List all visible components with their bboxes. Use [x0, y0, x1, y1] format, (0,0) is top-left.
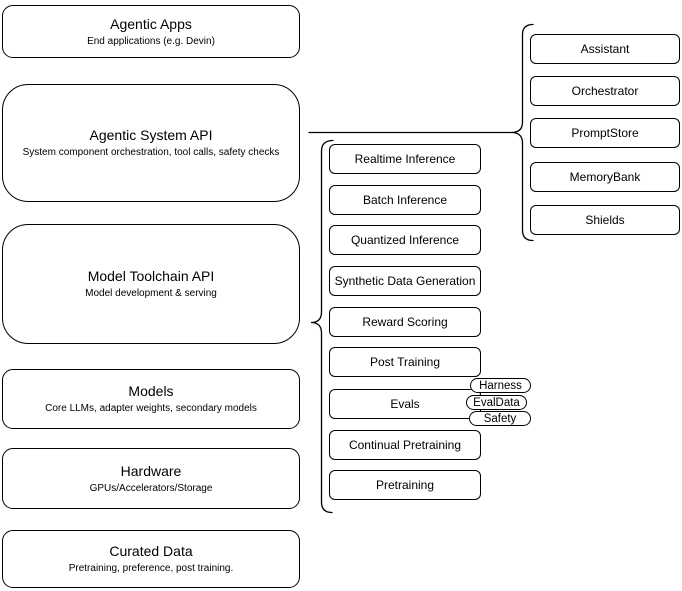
node-orchestrator-label: Orchestrator — [571, 84, 639, 98]
node-curated-data-subtitle: Pretraining, preference, post training. — [68, 563, 234, 574]
node-memorybank-label: MemoryBank — [569, 170, 641, 184]
tag-harness: Harness — [470, 378, 531, 393]
node-models-subtitle: Core LLMs, adapter weights, secondary mo… — [45, 403, 257, 414]
node-models: Models Core LLMs, adapter weights, secon… — [2, 369, 300, 429]
node-post-training-label: Post Training — [369, 355, 441, 369]
node-hardware-subtitle: GPUs/Accelerators/Storage — [89, 482, 213, 494]
node-reward-scoring: Reward Scoring — [329, 307, 481, 337]
node-agentic-system-api-title: Agentic System API — [89, 127, 213, 143]
node-synthetic-data-generation: Synthetic Data Generation — [329, 266, 481, 296]
tag-safety: Safety — [469, 411, 531, 426]
node-continual-pretraining: Continual Pretraining — [329, 430, 481, 460]
node-batch-inference-label: Batch Inference — [362, 193, 448, 207]
node-assistant-label: Assistant — [580, 42, 630, 56]
node-pretraining: Pretraining — [329, 470, 481, 500]
node-synthetic-data-generation-label: Synthetic Data Generation — [334, 274, 476, 288]
node-model-toolchain-api-subtitle: Model development & serving — [85, 288, 217, 299]
node-model-toolchain-api-title: Model Toolchain API — [87, 268, 215, 284]
tag-harness-label: Harness — [479, 379, 522, 392]
node-batch-inference: Batch Inference — [329, 185, 481, 215]
node-promptstore: PromptStore — [530, 118, 680, 148]
node-assistant: Assistant — [530, 34, 680, 64]
node-agentic-apps-subtitle: End applications (e.g. Devin) — [87, 35, 215, 47]
node-pretraining-label: Pretraining — [375, 478, 435, 492]
node-hardware-title: Hardware — [120, 462, 182, 479]
node-agentic-apps: Agentic Apps End applications (e.g. Devi… — [2, 5, 300, 58]
node-reward-scoring-label: Reward Scoring — [362, 315, 448, 329]
node-quantized-inference-label: Quantized Inference — [350, 233, 460, 247]
node-hardware: Hardware GPUs/Accelerators/Storage — [2, 448, 300, 509]
node-agentic-system-api: Agentic System API System component orch… — [2, 84, 300, 202]
node-agentic-apps-title: Agentic Apps — [110, 15, 192, 32]
node-continual-pretraining-label: Continual Pretraining — [348, 438, 462, 452]
node-model-toolchain-api: Model Toolchain API Model development & … — [2, 224, 300, 344]
node-models-title: Models — [128, 383, 174, 399]
node-post-training: Post Training — [329, 347, 481, 377]
node-memorybank: MemoryBank — [530, 162, 680, 192]
tag-safety-label: Safety — [483, 412, 517, 425]
node-realtime-inference-label: Realtime Inference — [354, 152, 456, 166]
tag-evaldata: EvalData — [466, 395, 527, 410]
node-realtime-inference: Realtime Inference — [329, 144, 481, 174]
node-curated-data-title: Curated Data — [109, 543, 193, 559]
node-curated-data: Curated Data Pretraining, preference, po… — [2, 530, 300, 588]
node-shields-label: Shields — [585, 213, 625, 227]
node-quantized-inference: Quantized Inference — [329, 225, 481, 255]
node-evals-label: Evals — [390, 397, 420, 411]
node-promptstore-label: PromptStore — [571, 126, 639, 140]
tag-evaldata-label: EvalData — [473, 396, 520, 409]
node-shields: Shields — [530, 205, 680, 235]
node-evals: Evals — [329, 389, 481, 419]
node-orchestrator: Orchestrator — [530, 76, 680, 106]
node-agentic-system-api-subtitle: System component orchestration, tool cal… — [22, 147, 280, 158]
